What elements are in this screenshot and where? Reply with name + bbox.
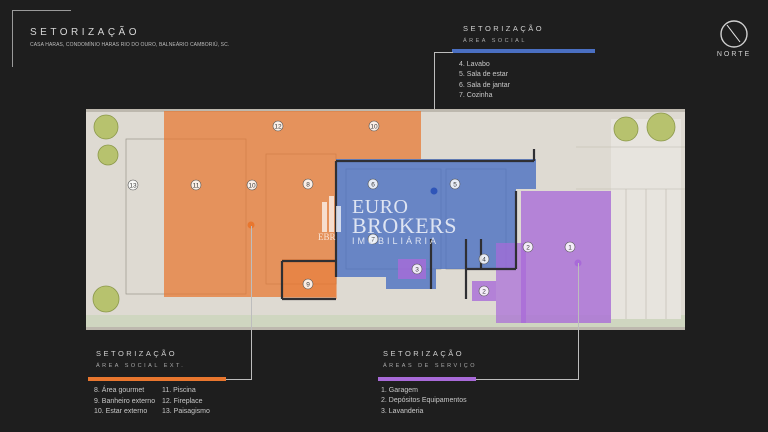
svg-text:10: 10 [370,123,378,130]
room-marker-1: 1 [564,241,576,253]
svg-text:2: 2 [526,244,530,251]
room-marker-3: 3 [411,263,423,275]
svg-text:7: 7 [371,236,375,243]
social-ext-marker-dot [247,221,255,229]
room-marker-2b: 2 [478,285,490,297]
svg-text:3: 3 [415,266,419,273]
svg-text:10: 10 [248,182,256,189]
sector-social-ext-subtitle: ÁREA SOCIAL EXT. [96,363,186,369]
list-item: 11. Piscina [162,387,196,394]
list-item: 8. Área gourmet [94,387,145,394]
watermark-logo-text: EBR [318,232,336,242]
list-item: 3. Lavanderia [381,407,424,415]
sector-servico-bar [378,377,476,381]
sector-social-bar [452,49,595,53]
list-item: 6. Sala de jantar [459,81,510,89]
svg-text:1: 1 [568,244,572,251]
room-marker-5: 5 [449,178,461,190]
page-subtitle: CASA HARAS, CONDOMÍNIO HARAS RIO DO OURO… [30,42,230,48]
list-item: 5. Sala de estar [459,71,509,79]
leader-line-social-ext [251,226,252,380]
sector-social-ext-list: 8. Área gourmet 11. Piscina 9. Banheiro … [94,386,232,418]
room-marker-10: 10 [246,179,258,191]
room-marker-6: 6 [367,178,379,190]
svg-text:12: 12 [274,123,282,130]
sector-servico-list: 1. Garagem 2. Depósitos Equipamentos 3. … [381,386,467,417]
room-marker-8: 8 [302,178,314,190]
list-item: 7. Cozinha [459,91,493,99]
room-marker-12: 12 [272,120,284,132]
svg-text:5: 5 [453,181,457,188]
svg-text:13: 13 [129,182,137,189]
svg-text:6: 6 [371,181,375,188]
list-item: 9. Banheiro externo [94,397,156,405]
list-item: 12. Fireplace [162,397,203,405]
list-item: 13. Paisagismo [162,408,210,415]
leader-line-servico [578,263,579,380]
north-compass-icon [720,20,748,48]
sector-servico-subtitle: ÁREAS DE SERVIÇO [383,363,477,369]
svg-text:9: 9 [306,281,310,288]
leader-line-servico-h [475,379,579,380]
sector-social-ext-title: SETORIZAÇÃO [96,349,178,358]
floor-plan: 1 2 2 3 4 5 6 7 8 9 10 10 11 12 13 [86,109,685,330]
watermark-line3: IMOBILIÁRIA [352,236,440,246]
room-marker-2: 2 [522,241,534,253]
svg-text:8: 8 [306,181,310,188]
compass-label: NORTE [716,51,752,58]
watermark: EURO BROKERS IMOBILIÁRIA [352,196,457,246]
room-marker-11: 11 [190,179,202,191]
list-item: 2. Depósitos Equipamentos [381,397,467,405]
list-item: 10. Estar externo [94,408,148,415]
sector-social-subtitle: ÁREA SOCIAL [463,38,527,44]
room-marker-4: 4 [478,253,490,265]
euro-brokers-logo [322,196,341,232]
sector-social-ext-bar [88,377,226,381]
svg-text:2: 2 [482,288,486,295]
page-title: SETORIZAÇÃO [30,27,140,38]
svg-text:4: 4 [482,256,486,263]
room-marker-13: 13 [127,179,139,191]
frame-corner [12,10,71,67]
room-marker-7: 7 [367,233,379,245]
room-marker-9: 9 [302,278,314,290]
social-marker-dot [430,187,438,195]
list-item: 4. Lavabo [459,61,490,68]
watermark-line2: BROKERS [352,213,457,238]
sector-servico-title: SETORIZAÇÃO [383,349,465,358]
sector-social-list: 4. Lavabo 5. Sala de estar 6. Sala de ja… [459,60,510,101]
svg-text:11: 11 [193,182,200,189]
leader-line-social-h [434,52,453,53]
room-marker-10b: 10 [368,120,380,132]
sector-social-title: SETORIZAÇÃO [463,24,545,33]
leader-line-social-ext-h [226,379,252,380]
list-item: 1. Garagem [381,387,418,394]
watermark-line1: EURO [352,196,409,218]
